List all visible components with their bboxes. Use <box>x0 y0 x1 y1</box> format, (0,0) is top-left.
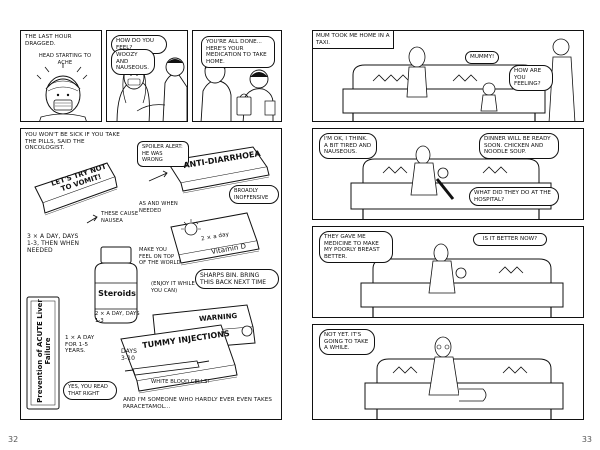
text-as-needed: AS AND WHEN NEEDED <box>139 201 178 214</box>
page-number-right: 33 <box>581 435 592 444</box>
right-page: MUM TOOK ME HOME IN A TAXI. MUMMY! HOW A… <box>300 0 600 450</box>
panel-medicine-breast: THEY GAVE ME MEDICINE TO MAKE MY POORLY … <box>312 226 584 318</box>
bubble-all-done: YOU'RE ALL DONE... HERE'S YOUR MEDICATIO… <box>201 36 275 69</box>
headache-drawing <box>36 63 88 121</box>
bubble-gave-medicine: THEY GAVE ME MEDICINE TO MAKE MY POORLY … <box>319 231 393 264</box>
label-liver-failure: Prevention of ACUTE Liver Failure <box>36 299 52 403</box>
bubble-im-ok: I'M OK, I THINK. A BIT TIRED AND NAUSEOU… <box>319 133 377 159</box>
bubble-woozy: WOOZY AND NAUSEOUS. <box>111 49 155 75</box>
text-dosage-3x: 3 × A DAY, DAYS 1-3, THEN WHEN NEEDED <box>27 233 80 254</box>
panel-medications: YOU WON'T BE SICK IF YOU TAKE THE PILLS,… <box>20 128 282 420</box>
panel-headache: THE LAST HOUR DRAGGED. HEAD STARTING TO … <box>20 30 102 122</box>
bubble-mummy: MUMMY! <box>465 51 499 64</box>
panel-how-feel: HOW DO YOU FEEL? WOOZY AND NAUSEOUS. <box>106 30 188 122</box>
bubble-sharps-bin: SHARPS BIN. BRING THIS BACK NEXT TIME <box>195 269 279 289</box>
bubble-what-did-they-do: WHAT DID THEY DO AT THE HOSPITAL? <box>469 187 559 207</box>
panel-all-done: YOU'RE ALL DONE... HERE'S YOUR MEDICATIO… <box>192 30 282 122</box>
panel-taxi-home: MUM TOOK ME HOME IN A TAXI. MUMMY! HOW A… <box>312 30 584 122</box>
caption-oncologist: YOU WON'T BE SICK IF YOU TAKE THE PILLS,… <box>25 132 120 152</box>
bubble-dinner: DINNER WILL BE READY SOON. CHICKEN AND N… <box>479 133 559 159</box>
medications-drawing <box>26 146 270 410</box>
text-cause-nausea: THESE CAUSE NAUSEA <box>101 211 139 224</box>
bubble-spoiler: SPOILER ALERT: HE WAS WRONG <box>137 141 189 167</box>
text-liver-dose: 1 × A DAY FOR 1-5 YEARS. <box>65 335 95 355</box>
sofa-explain-drawing <box>360 243 564 317</box>
text-steroid-dose: 2 × A DAY, DAYS 1-3 <box>95 311 140 324</box>
bubble-broadly-inoffensive: BROADLY INOFFENSIVE <box>229 185 279 205</box>
label-steroids: Steroids <box>98 289 136 298</box>
bubble-not-yet: NOT YET. IT'S GOING TO TAKE A WHILE. <box>319 329 375 355</box>
nurse-patient-drawing <box>116 57 187 121</box>
bubble-how-are-you: HOW ARE YOU FEELING? <box>509 65 553 91</box>
page-number-left: 32 <box>8 435 19 444</box>
sofa-greeting-drawing <box>342 38 576 121</box>
panel-not-yet: NOT YET. IT'S GOING TO TAKE A WHILE. <box>312 324 584 420</box>
bubble-is-it-better: IS IT BETTER NOW? <box>473 233 547 246</box>
bubble-read-that-right: YES, YOU READ THAT RIGHT <box>63 381 117 401</box>
caption-taxi: MUM TOOK ME HOME IN A TAXI. <box>313 31 394 50</box>
caption-last-hour: THE LAST HOUR DRAGGED. <box>25 34 72 47</box>
text-head-ache: HEAD STARTING TO ACHE <box>38 53 92 66</box>
text-days-3-10: DAYS 3-10 <box>121 348 138 362</box>
text-feel-top-world: MAKE YOU FEEL ON TOP OF THE WORLD <box>139 247 181 267</box>
text-white-blood-cells: WHITE BLOOD CELLS! <box>151 379 210 385</box>
text-paracetamol: AND I'M SOMEONE WHO HARDLY EVER EVEN TAK… <box>123 397 272 410</box>
text-enjoy-it: (ENJOY IT WHILE YOU CAN) <box>151 281 195 294</box>
sofa-hug-drawing <box>364 336 564 419</box>
panel-tired-nauseous: I'M OK, I THINK. A BIT TIRED AND NAUSEOU… <box>312 128 584 220</box>
left-page: THE LAST HOUR DRAGGED. HEAD STARTING TO … <box>8 30 282 444</box>
